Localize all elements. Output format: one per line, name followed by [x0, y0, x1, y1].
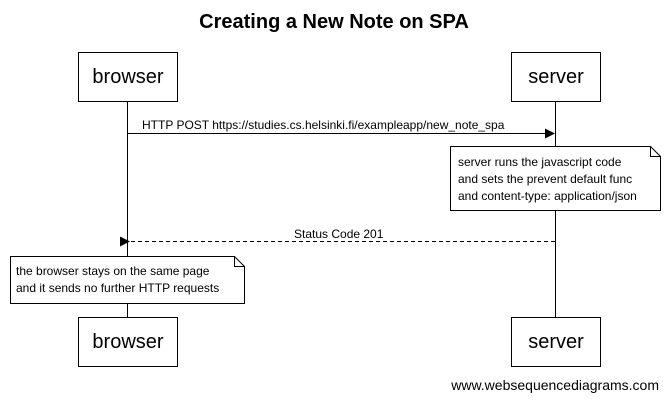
- browser-note-line: the browser stays on the same page: [16, 264, 210, 278]
- actor-server-top: server: [511, 52, 601, 102]
- browser-note-fold: [234, 256, 245, 267]
- post-request-label: HTTP POST https://studies.cs.helsinki.fi…: [142, 118, 505, 132]
- server-note: server runs the javascript code and sets…: [458, 154, 637, 205]
- browser-note: the browser stays on the same page and i…: [16, 263, 219, 297]
- browser-note-line: and it sends no further HTTP requests: [16, 281, 220, 295]
- browser-note-box: [10, 256, 245, 304]
- watermark: www.websequencediagrams.com: [451, 377, 659, 393]
- server-note-line: and sets the prevent default func: [458, 172, 633, 186]
- diagram-title: Creating a New Note on SPA: [199, 11, 469, 33]
- server-note-line: and content-type: application/json: [458, 189, 637, 203]
- server-note-line: server runs the javascript code: [458, 155, 622, 169]
- actor-browser-bottom: browser: [78, 317, 178, 367]
- actor-server-bottom: server: [511, 317, 601, 367]
- actor-browser-top: browser: [78, 52, 178, 102]
- server-note-box: [450, 146, 661, 211]
- status-response-label: Status Code 201: [294, 227, 384, 241]
- server-note-fold: [650, 146, 661, 157]
